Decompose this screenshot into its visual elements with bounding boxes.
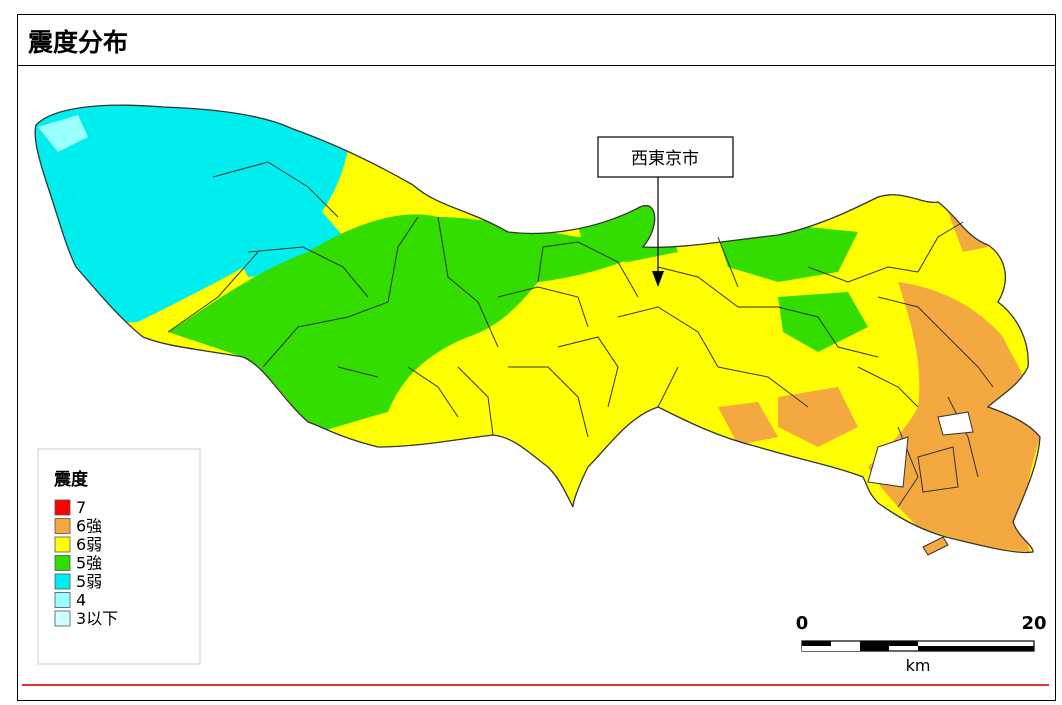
legend-swatch bbox=[54, 536, 71, 553]
legend-label: 6強 bbox=[76, 517, 102, 536]
figure-frame: 震度分布 bbox=[17, 14, 1056, 701]
scale-bar: 0 20 km bbox=[796, 613, 1047, 675]
title-bar: 震度分布 bbox=[18, 15, 1055, 66]
divider-line bbox=[22, 684, 1049, 686]
legend-swatch bbox=[54, 555, 71, 571]
callout-arrow-icon bbox=[652, 271, 664, 287]
callout-label: 西東京市 bbox=[631, 149, 699, 169]
scale-unit: km bbox=[906, 656, 931, 675]
legend-swatch bbox=[54, 518, 71, 534]
legend-label: 7 bbox=[76, 498, 86, 517]
scale-end-label: 20 bbox=[1021, 613, 1046, 634]
legend-swatch bbox=[54, 573, 71, 590]
callout-box bbox=[597, 136, 734, 178]
bay-islands bbox=[867, 411, 974, 556]
municipal-boundaries bbox=[167, 161, 994, 508]
legend-label: 5強 bbox=[76, 554, 102, 573]
callout: 西東京市 bbox=[597, 136, 734, 287]
legend-swatch bbox=[54, 592, 71, 608]
legend-swatch bbox=[54, 610, 71, 627]
page-title: 震度分布 bbox=[28, 28, 129, 57]
scale-start-label: 0 bbox=[796, 613, 809, 634]
tokyo-outline bbox=[34, 104, 1041, 554]
legend-label: 5弱 bbox=[76, 572, 102, 591]
legend-label: 4 bbox=[76, 591, 86, 610]
legend-swatch bbox=[54, 499, 71, 516]
legend-label: 6弱 bbox=[76, 535, 102, 554]
legend-label: 3以下 bbox=[76, 609, 118, 628]
legend-title: 震度 bbox=[53, 469, 89, 490]
